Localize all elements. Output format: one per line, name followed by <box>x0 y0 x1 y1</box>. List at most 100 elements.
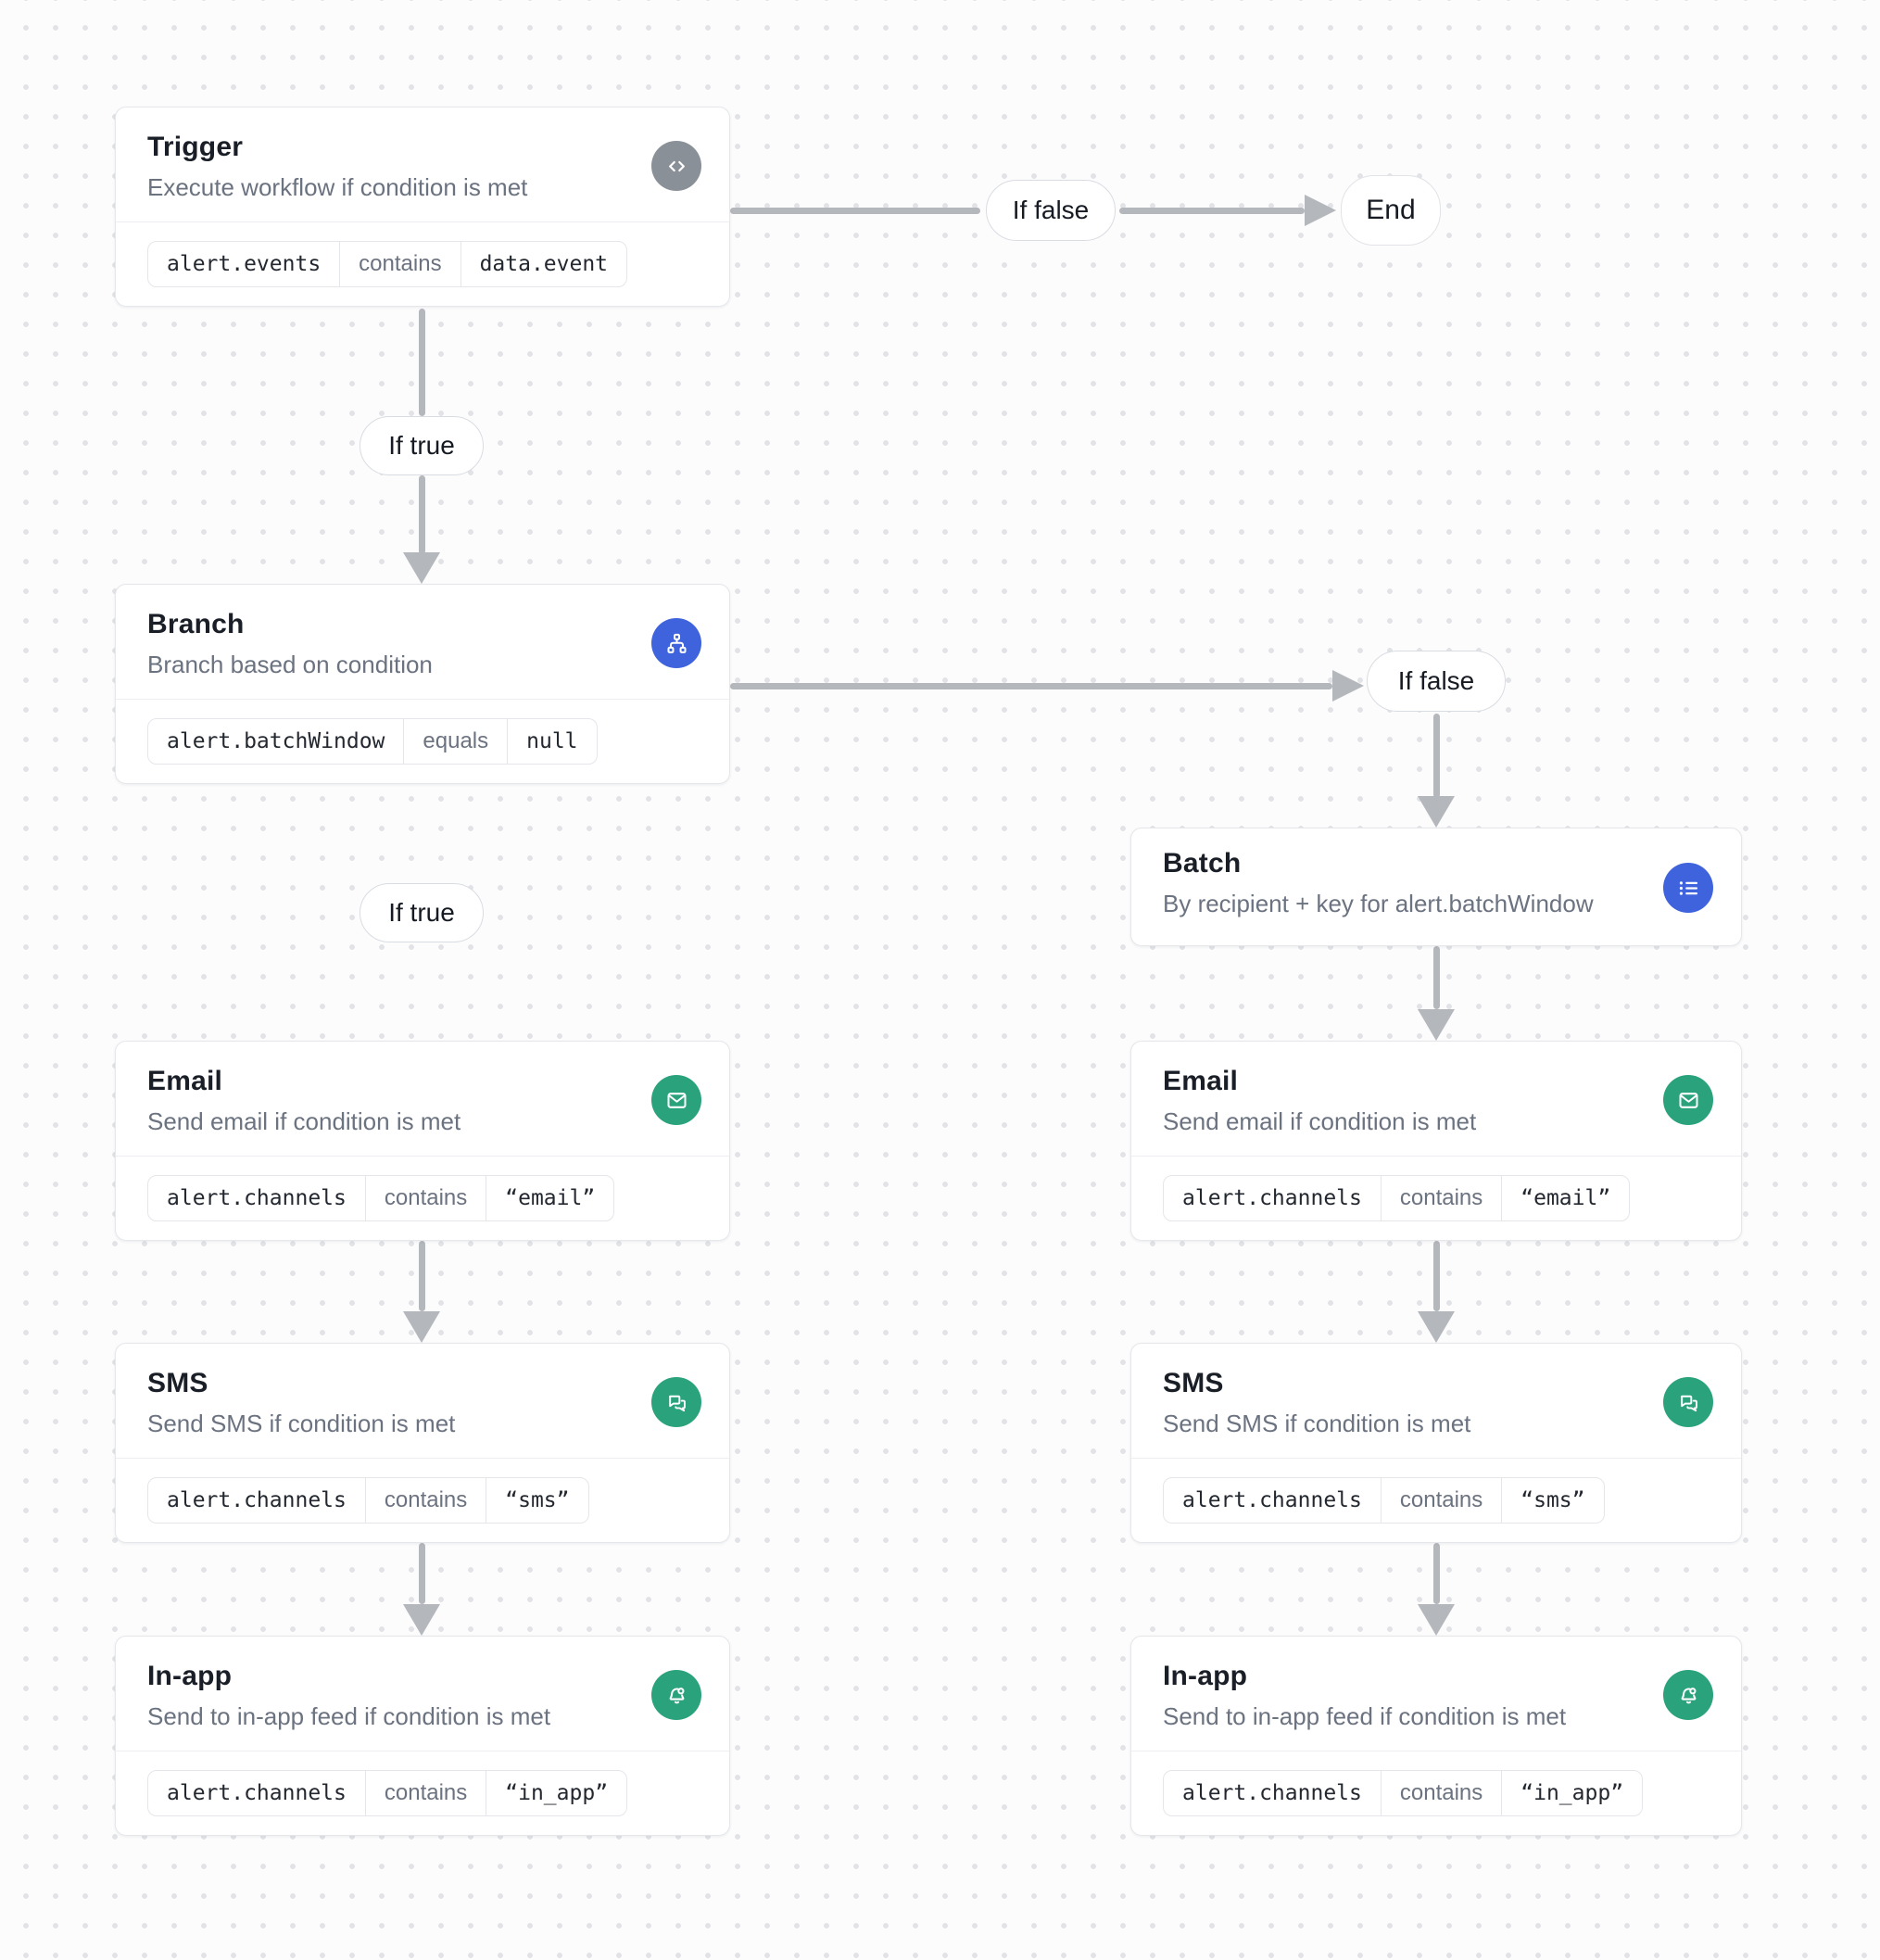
arrowhead-down-icon <box>1418 1311 1455 1343</box>
condition-field: alert.batchWindow <box>167 729 385 753</box>
edge-trigger-to-iffalse <box>730 208 980 214</box>
node-title: SMS <box>1163 1368 1224 1398</box>
in-app-node[interactable]: In-app Send to in-app feed if condition … <box>1130 1636 1742 1836</box>
node-subtitle: Send email if condition is met <box>1163 1107 1477 1135</box>
node-title: SMS <box>147 1368 208 1398</box>
node-header: In-app Send to in-app feed if condition … <box>1131 1637 1741 1751</box>
node-title: Trigger <box>147 132 244 162</box>
batch-node[interactable]: Batch By recipient + key for alert.batch… <box>1130 828 1742 946</box>
condition-operator: equals <box>403 719 507 764</box>
arrowhead-right-icon <box>1332 670 1364 702</box>
arrowhead-down-icon <box>403 1311 440 1343</box>
branch-icon <box>651 618 701 668</box>
node-title: In-app <box>1163 1661 1248 1691</box>
branch-node[interactable]: Branch Branch based on condition alert.b… <box>115 584 730 784</box>
node-subtitle: Send SMS if condition is met <box>1163 1410 1471 1437</box>
condition-operator: contains <box>364 1478 486 1523</box>
email-icon <box>651 1075 701 1125</box>
sms-icon <box>651 1377 701 1427</box>
condition-value: “sms” <box>1501 1478 1603 1523</box>
condition-chip[interactable]: alert.channels contains “email” <box>147 1175 615 1221</box>
condition-operator: contains <box>339 242 460 286</box>
condition-field: alert.events <box>167 252 322 276</box>
condition-chip[interactable]: alert.batchWindow equals null <box>147 718 598 765</box>
code-icon <box>651 141 701 191</box>
condition-operator: contains <box>1380 1176 1501 1220</box>
condition-operator: contains <box>1380 1478 1501 1523</box>
arrowhead-down-icon <box>403 1604 440 1636</box>
email-icon <box>1663 1075 1713 1125</box>
condition-row: alert.channels contains “in_app” <box>1131 1751 1741 1835</box>
email-node[interactable]: Email Send email if condition is met ale… <box>1130 1041 1742 1241</box>
sms-icon <box>1663 1377 1713 1427</box>
condition-row: alert.channels contains “email” <box>1131 1156 1741 1240</box>
node-header: SMS Send SMS if condition is met <box>116 1344 729 1458</box>
in-app-icon <box>1663 1670 1713 1720</box>
node-title: In-app <box>147 1661 233 1691</box>
edge-label-if-false[interactable]: If false <box>986 180 1116 241</box>
condition-chip[interactable]: alert.events contains data.event <box>147 241 628 287</box>
end-node[interactable]: End <box>1341 175 1441 246</box>
condition-operator: contains <box>364 1176 486 1220</box>
node-title: Email <box>1163 1066 1239 1096</box>
in-app-node[interactable]: In-app Send to in-app feed if condition … <box>115 1636 730 1836</box>
edge-email-to-sms <box>419 1241 425 1311</box>
condition-row: alert.channels contains “sms” <box>116 1458 729 1542</box>
node-subtitle: Branch based on condition <box>147 651 433 678</box>
condition-row: alert.channels contains “email” <box>116 1156 729 1240</box>
node-subtitle: Send email if condition is met <box>147 1107 461 1135</box>
arrowhead-down-icon <box>1418 1604 1455 1636</box>
node-header: Branch Branch based on condition <box>116 585 729 699</box>
node-header: Email Send email if condition is met <box>116 1042 729 1156</box>
edge-label-if-true[interactable]: If true <box>360 416 484 475</box>
node-header: Batch By recipient + key for alert.batch… <box>1131 828 1741 945</box>
arrowhead-down-icon <box>403 552 440 584</box>
condition-value: “email” <box>486 1176 613 1220</box>
condition-row: alert.channels contains “sms” <box>1131 1458 1741 1542</box>
edge-label-if-false[interactable]: If false <box>1367 651 1506 712</box>
sms-node[interactable]: SMS Send SMS if condition is met alert.c… <box>115 1343 730 1543</box>
condition-field: alert.channels <box>167 1781 347 1805</box>
condition-value: “sms” <box>486 1478 587 1523</box>
condition-value: “in_app” <box>1501 1771 1642 1815</box>
condition-field: alert.channels <box>1182 1488 1362 1512</box>
arrowhead-right-icon <box>1305 195 1336 226</box>
condition-field: alert.channels <box>1182 1186 1362 1210</box>
condition-field: alert.channels <box>167 1488 347 1512</box>
edge-sms-to-inapp <box>419 1543 425 1604</box>
edge-label-if-true[interactable]: If true <box>360 883 484 942</box>
sms-node[interactable]: SMS Send SMS if condition is met alert.c… <box>1130 1343 1742 1543</box>
condition-field: alert.channels <box>1182 1781 1362 1805</box>
node-header: In-app Send to in-app feed if condition … <box>116 1637 729 1751</box>
node-subtitle: Execute workflow if condition is met <box>147 173 528 201</box>
condition-value: “email” <box>1501 1176 1629 1220</box>
list-icon <box>1663 863 1713 913</box>
node-subtitle: Send to in-app feed if condition is met <box>1163 1702 1567 1730</box>
condition-row: alert.events contains data.event <box>116 221 729 306</box>
condition-chip[interactable]: alert.channels contains “sms” <box>147 1477 589 1524</box>
condition-chip[interactable]: alert.channels contains “email” <box>1163 1175 1631 1221</box>
condition-chip[interactable]: alert.channels contains “sms” <box>1163 1477 1605 1524</box>
condition-row: alert.batchWindow equals null <box>116 699 729 783</box>
edge-iffalse-to-end <box>1119 208 1305 214</box>
node-subtitle: By recipient + key for alert.batchWindow <box>1163 890 1594 917</box>
node-title: Email <box>147 1066 223 1096</box>
node-header: Trigger Execute workflow if condition is… <box>116 107 729 221</box>
edge-trigger-to-iftrue <box>419 309 425 416</box>
node-title: Branch <box>147 609 245 639</box>
email-node[interactable]: Email Send email if condition is met ale… <box>115 1041 730 1241</box>
node-subtitle: Send SMS if condition is met <box>147 1410 456 1437</box>
condition-chip[interactable]: alert.channels contains “in_app” <box>1163 1770 1644 1816</box>
condition-field: alert.channels <box>167 1186 347 1210</box>
condition-operator: contains <box>364 1771 486 1815</box>
condition-row: alert.channels contains “in_app” <box>116 1751 729 1835</box>
edge-email-to-sms <box>1433 1241 1440 1311</box>
condition-value: “in_app” <box>486 1771 626 1815</box>
edge-branch-to-iffalse <box>730 683 1332 689</box>
trigger-node[interactable]: Trigger Execute workflow if condition is… <box>115 107 730 307</box>
condition-chip[interactable]: alert.channels contains “in_app” <box>147 1770 628 1816</box>
edge-sms-to-inapp <box>1433 1543 1440 1604</box>
node-header: Email Send email if condition is met <box>1131 1042 1741 1156</box>
node-header: SMS Send SMS if condition is met <box>1131 1344 1741 1458</box>
